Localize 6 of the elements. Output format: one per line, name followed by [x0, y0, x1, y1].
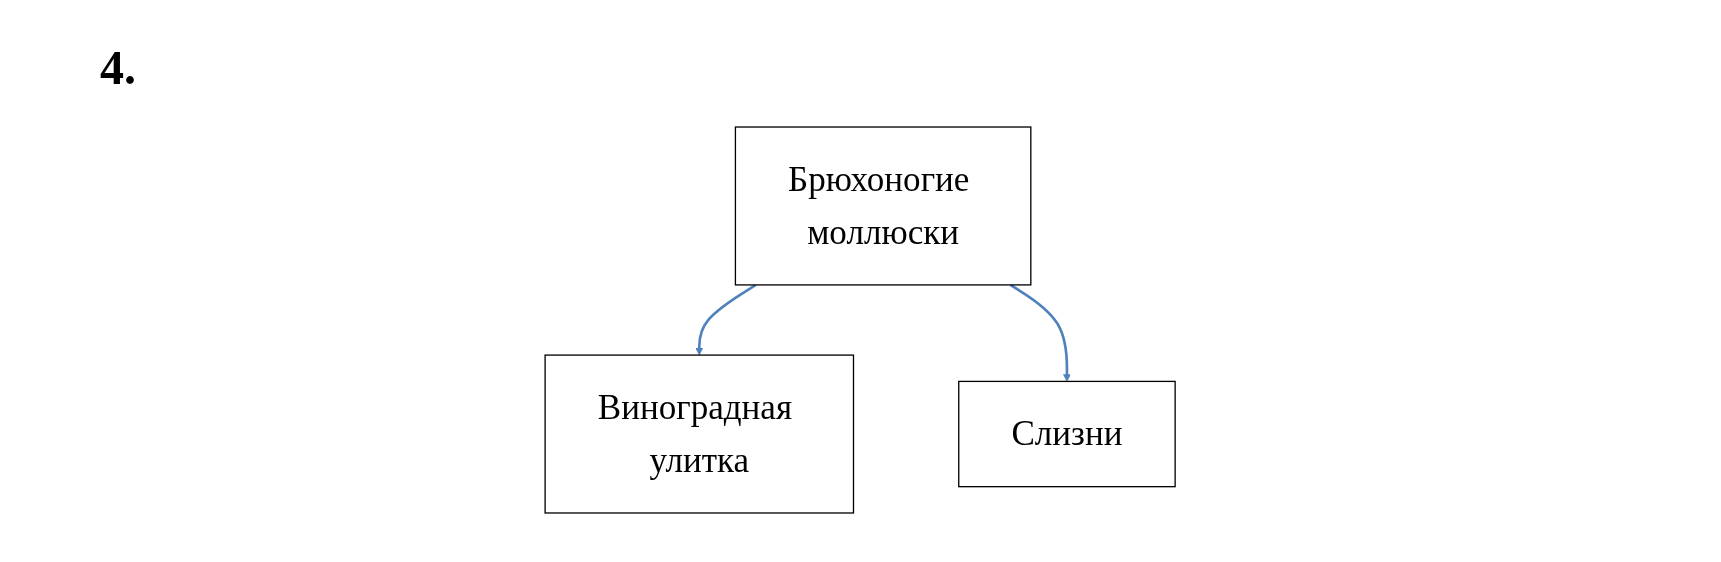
text-box: Брюхоногие моллюски	[734, 126, 1032, 286]
text-box: Слизни	[957, 380, 1176, 488]
text-box: Виноградная улитка	[544, 354, 855, 514]
arrow	[695, 283, 757, 356]
arrow	[1009, 283, 1071, 382]
task-number: 4.	[100, 40, 136, 95]
